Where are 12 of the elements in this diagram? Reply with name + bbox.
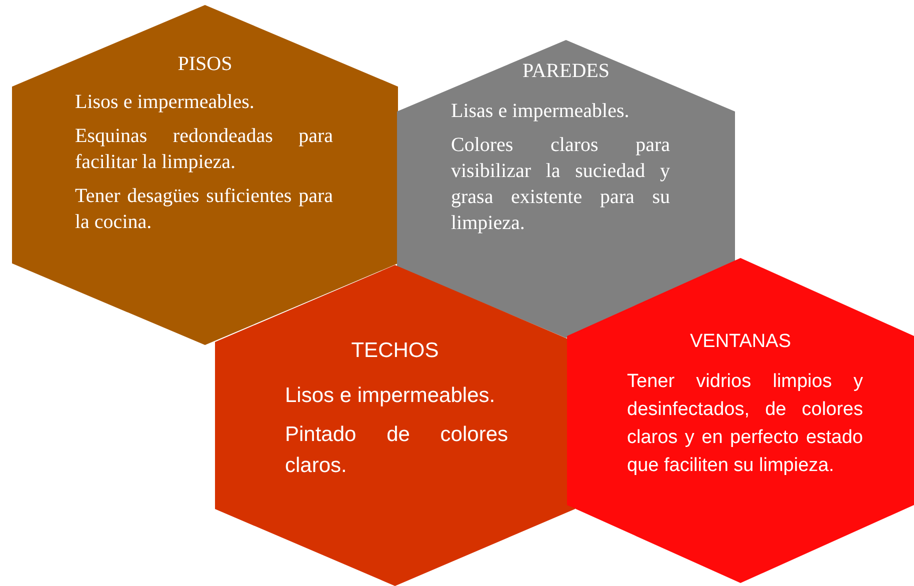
hexagon-text: Tener desagües suficientes para la cocina. — [75, 184, 333, 235]
hexagon-text: Esquinas redondeadas para facilitar la limpieza. — [75, 124, 333, 175]
hexagon-heading: VENTANAS — [688, 330, 792, 354]
hexagon-text: Pintado de colores claros. — [285, 422, 508, 479]
hexagon-heading: PISOS — [176, 52, 234, 77]
hexagon-text: Lisos e impermeables. — [75, 90, 256, 115]
hexagon-text: Lisas e impermeables. — [451, 99, 630, 124]
hexagon-text: Colores claros para visibilizar la suciedad y grasa existente para su limpieza. — [451, 133, 670, 236]
hexagon-text: Tener vidrios limpios y desinfectados, de colores claros y en perfecto estado que faciliten su limpieza. — [627, 370, 863, 478]
hexagon-heading: TECHOS — [350, 338, 440, 364]
hexagon-text: Lisos e impermeables. — [285, 383, 496, 409]
hexagon-heading: PAREDES — [521, 59, 611, 84]
